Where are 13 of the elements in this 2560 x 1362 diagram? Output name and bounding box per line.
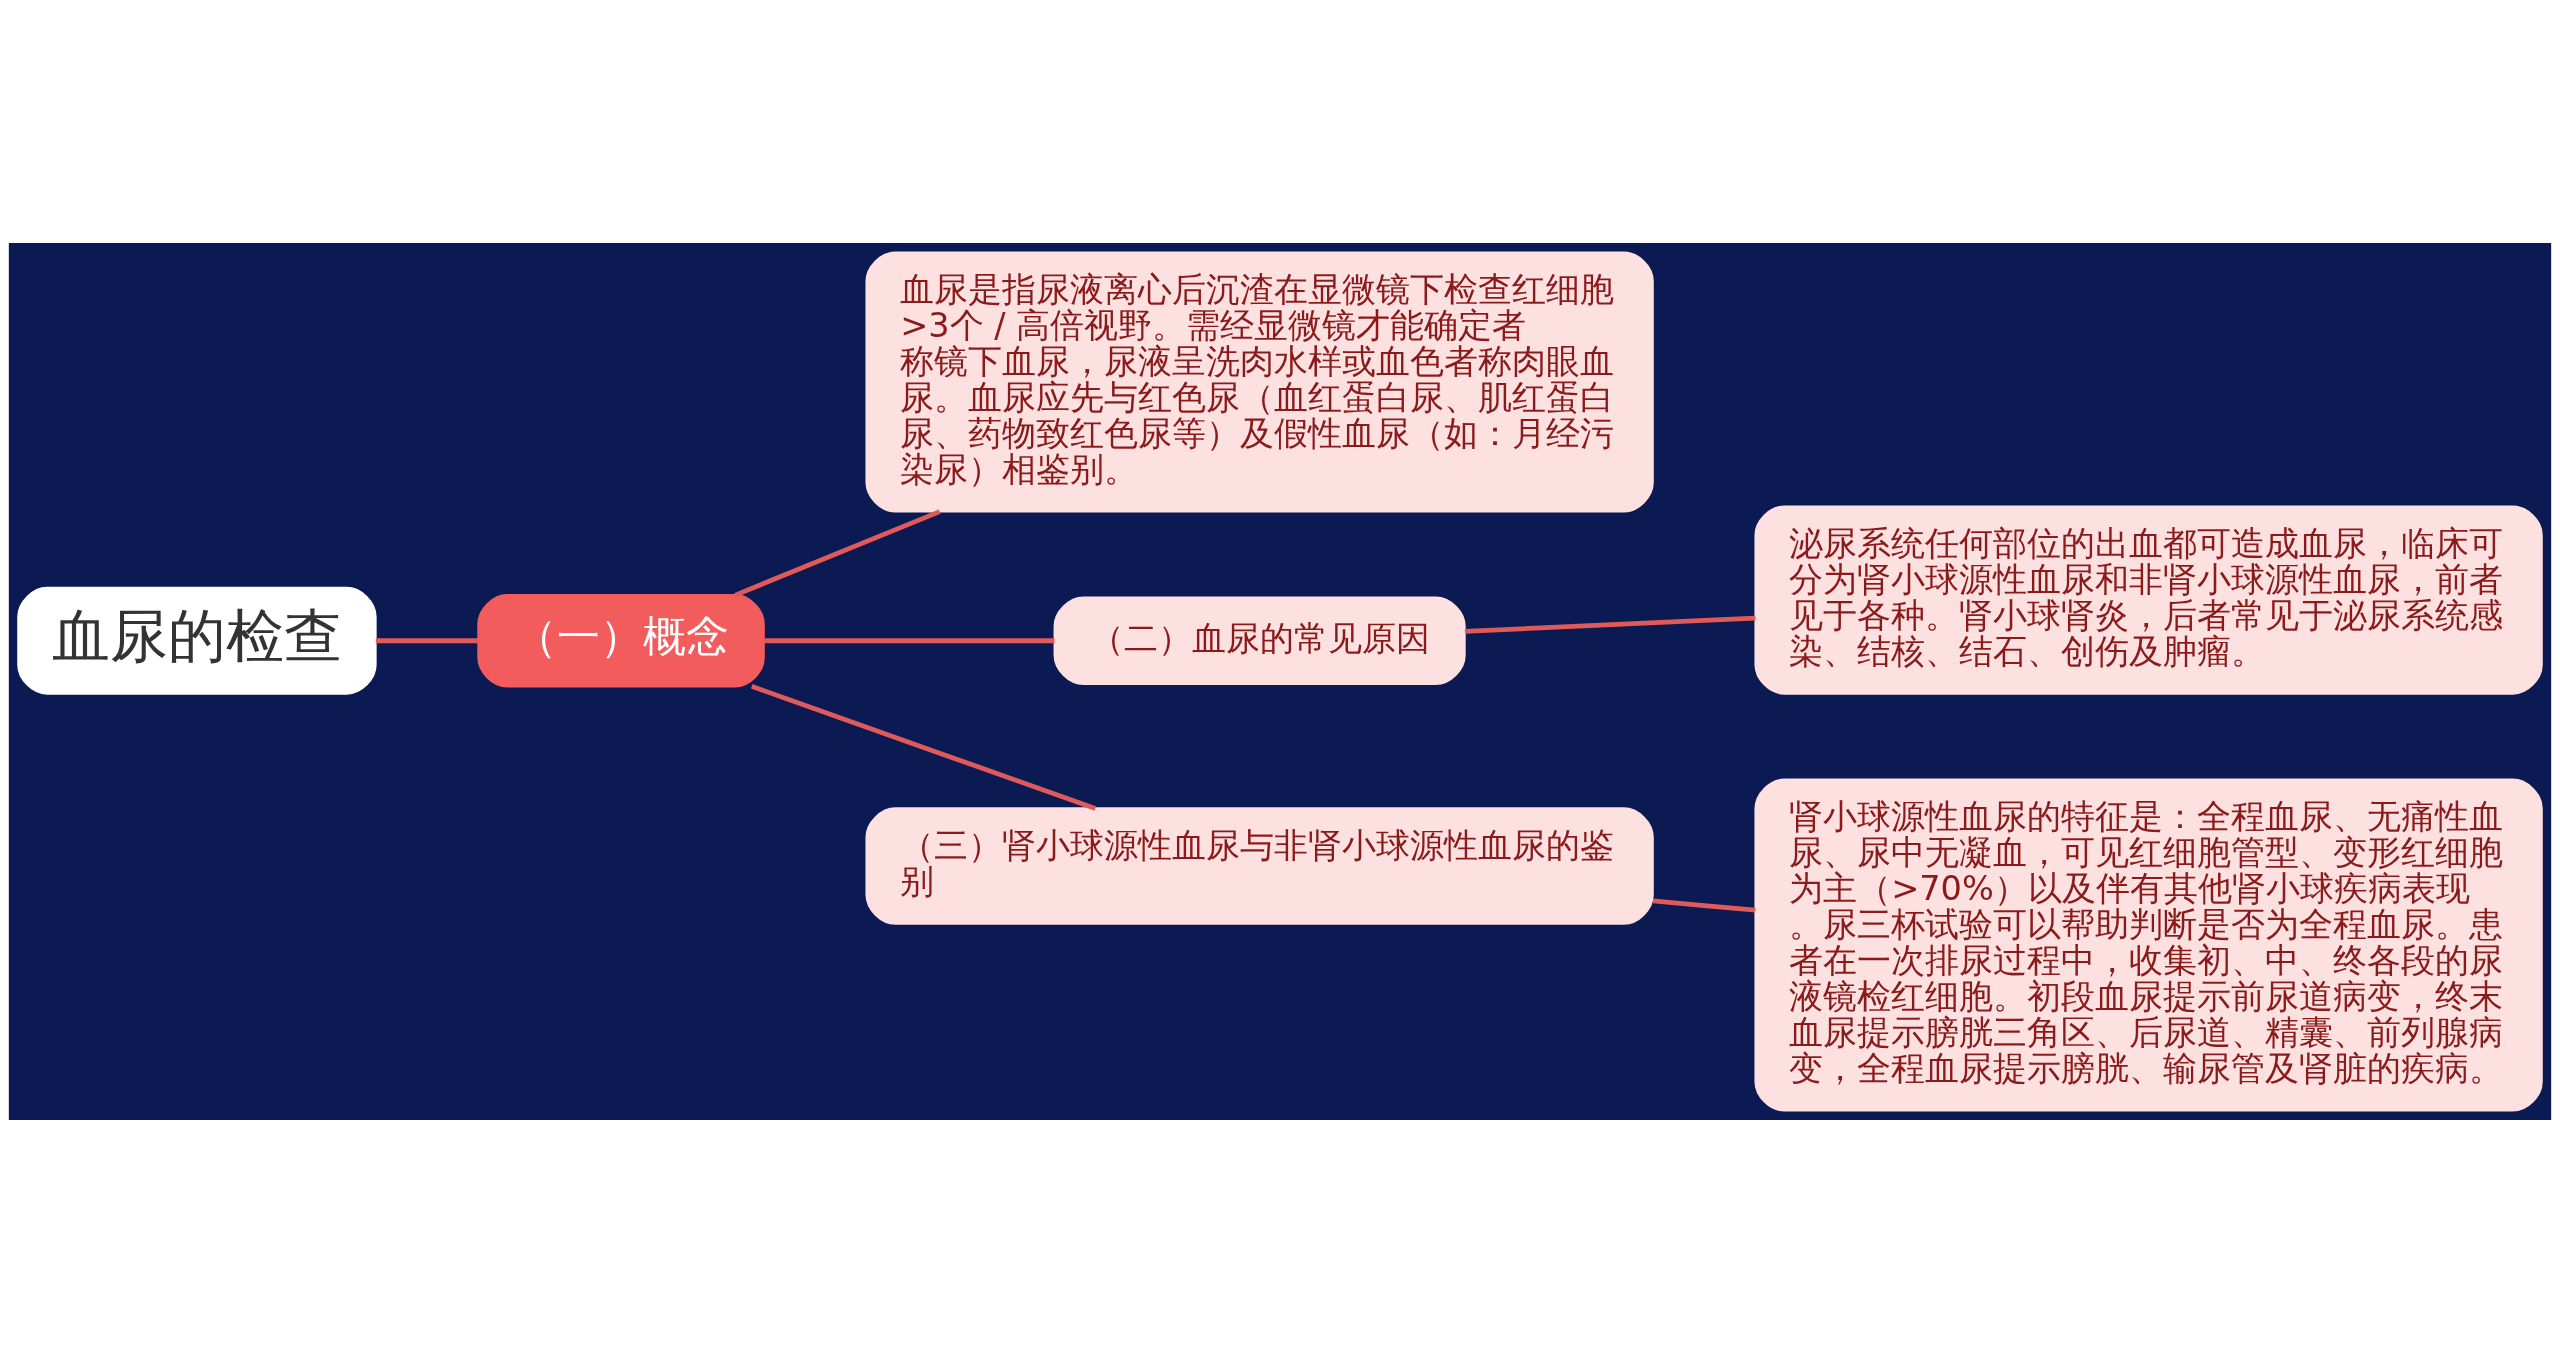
connector	[764, 637, 1055, 643]
node-box: （一）概念	[477, 593, 765, 687]
connector	[1464, 615, 1756, 634]
node-box: （三）肾小球源性血尿与非肾小球源性血尿的鉴别	[865, 806, 1654, 925]
node-box: 血尿的检查	[17, 586, 377, 695]
connector	[375, 637, 478, 643]
connector	[750, 683, 1097, 811]
node-box: 肾小球源性血尿的特征是：全程血尿、无痛性血尿、尿中无凝血，可见红细胞管型、变形红细胞为主（>70%）以及伴有其他肾小球疾病表现。尿三杯试验可以帮助判断是否为全程血尿。患者在一次排尿过程中，收集初、中、终各段的尿液镜检红细胞。初段血尿提示前尿道病变，终末血尿提示膀胱三角区、后尿道、精囊、前列腺病变，全程血尿提示膀胱、输尿管及肾脏的疾病。	[1754, 778, 2543, 1112]
connector	[734, 508, 941, 597]
node-box: （二）血尿的常见原因	[1053, 595, 1466, 685]
node-box: 血尿是指尿液离心后沉渣在显微镜下检查红细胞>3个 / 高倍视野。需经显微镜才能确定者称镜下血尿，尿液呈洗肉水样或血色者称肉眼血尿。血尿应先与红色尿（血红蛋白尿、肌红蛋白尿、药物致红色尿等）及假性血尿（如：月经污染尿）相鉴别。	[865, 250, 1654, 513]
node-box: 泌尿系统任何部位的出血都可造成血尿，临床可分为肾小球源性血尿和非肾小球源性血尿，前者见于各种。肾小球肾炎，后者常见于泌尿系统感染、结核、结石、创伤及肿瘤。	[1754, 504, 2543, 695]
connector	[1652, 898, 1756, 912]
